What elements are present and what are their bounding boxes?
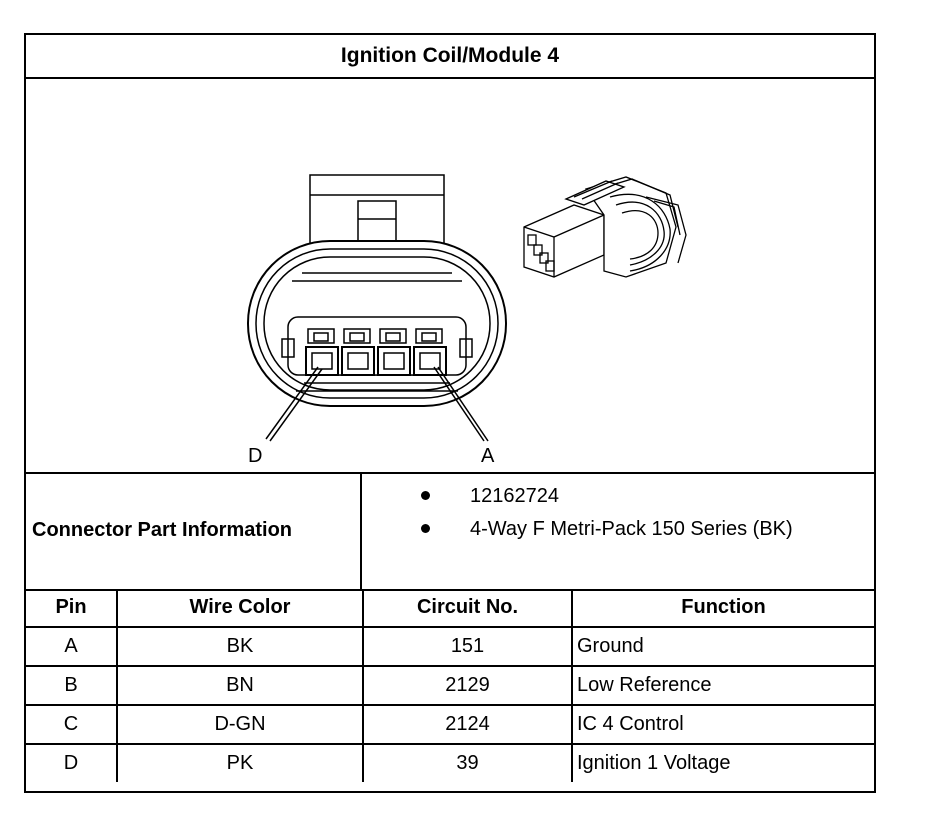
pin-table: Pin Wire Color Circuit No. Function A BK… <box>26 589 874 782</box>
connector-info-label: Connector Part Information <box>26 472 362 589</box>
connector-face-view-icon <box>247 174 687 442</box>
table-header-row: Pin Wire Color Circuit No. Function <box>26 589 874 628</box>
cell-wire-color: BN <box>116 665 364 706</box>
header-function: Function <box>571 589 874 628</box>
connector-info-item: 12162724 <box>364 484 793 517</box>
connector-info-item: 4-Way F Metri-Pack 150 Series (BK) <box>364 517 793 550</box>
header-circuit-no: Circuit No. <box>362 589 573 628</box>
upper-cavity-row <box>307 328 443 344</box>
table-row: B BN 2129 Low Reference <box>26 665 874 706</box>
table-row: D PK 39 Ignition 1 Voltage <box>26 743 874 782</box>
cell-function: Low Reference <box>571 665 874 706</box>
connector-isometric-view-icon <box>523 176 687 278</box>
cell-circuit-no: 2129 <box>362 665 573 706</box>
connector-info-list: 12162724 4-Way F Metri-Pack 150 Series (… <box>364 484 793 550</box>
cell-pin: C <box>26 704 118 745</box>
cell-wire-color: D-GN <box>116 704 364 745</box>
cell-function: Ground <box>571 626 874 667</box>
page-title: Ignition Coil/Module 4 <box>26 35 874 79</box>
connector-part-information: Connector Part Information 12162724 4-Wa… <box>26 472 874 591</box>
cell-pin: A <box>26 626 118 667</box>
pin-a-label: A <box>481 445 495 467</box>
cell-pin: D <box>26 743 118 782</box>
table-row: A BK 151 Ground <box>26 626 874 667</box>
bullet-icon <box>421 524 430 533</box>
header-wire-color: Wire Color <box>116 589 364 628</box>
table-row: C D-GN 2124 IC 4 Control <box>26 704 874 745</box>
cell-circuit-no: 2124 <box>362 704 573 745</box>
cell-wire-color: PK <box>116 743 364 782</box>
cell-wire-color: BK <box>116 626 364 667</box>
pin-d-label: D <box>248 445 263 467</box>
pin-cavity-row <box>305 346 447 376</box>
connector-diagram-sheet: Ignition Coil/Module 4 <box>24 33 876 793</box>
cell-circuit-no: 39 <box>362 743 573 782</box>
header-pin: Pin <box>26 589 118 628</box>
cell-circuit-no: 151 <box>362 626 573 667</box>
cell-pin: B <box>26 665 118 706</box>
connector-figure: D A <box>26 77 874 474</box>
bullet-icon <box>421 491 430 500</box>
cell-function: Ignition 1 Voltage <box>571 743 874 782</box>
cell-function: IC 4 Control <box>571 704 874 745</box>
